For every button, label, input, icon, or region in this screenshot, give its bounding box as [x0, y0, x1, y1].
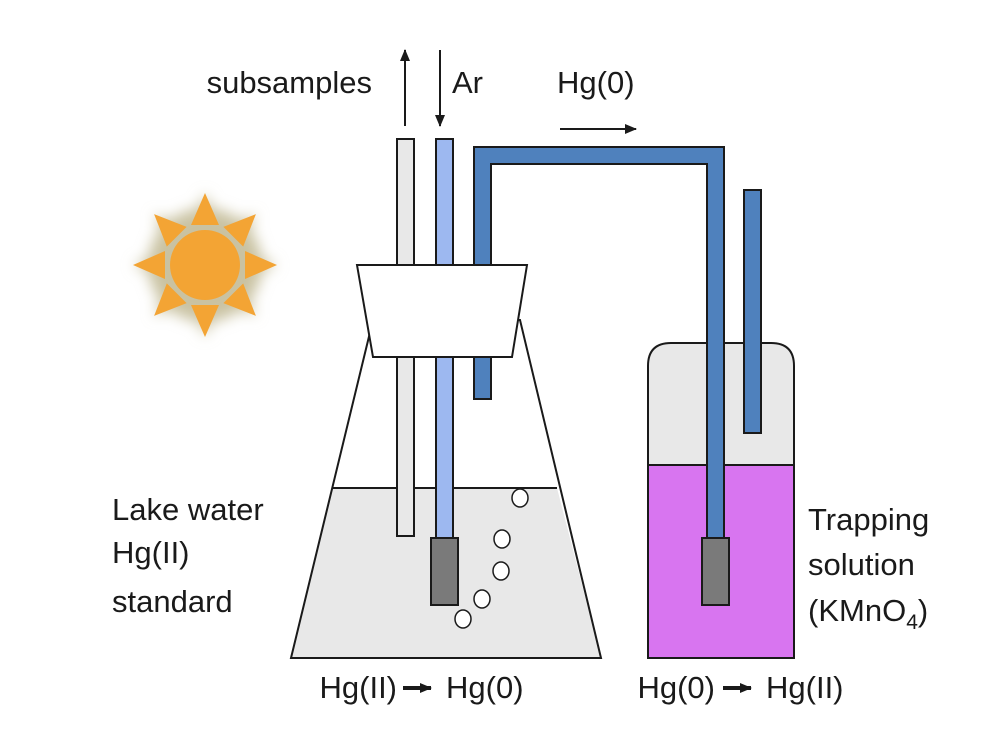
kmno4-subscript: 4 — [906, 611, 918, 634]
flask-reaction-from: Hg(II) — [320, 670, 398, 705]
sun-rays — [133, 193, 277, 337]
flask-sparger — [430, 537, 459, 606]
hg2-standard-label: Hg(II) — [112, 535, 190, 570]
sun-core — [170, 230, 240, 300]
sun-ray — [154, 283, 187, 316]
bubble — [511, 488, 529, 508]
flask-stopper — [355, 264, 529, 358]
bubble — [493, 529, 511, 549]
trap-bottle — [647, 342, 795, 659]
lake-water-label: Lake water — [112, 492, 264, 527]
kmno4-label: (KMnO4) — [808, 593, 928, 634]
sun-ray — [245, 251, 277, 279]
sun-ray — [223, 214, 256, 247]
trap-reaction-from: Hg(0) — [637, 670, 715, 705]
kmno4-prefix: (KMnO — [808, 593, 906, 628]
sun-ray — [191, 305, 219, 337]
flask-reaction-to: Hg(0) — [446, 670, 524, 705]
sun-ray — [154, 214, 187, 247]
solution-label: solution — [808, 547, 915, 582]
trap-sparger — [701, 537, 730, 606]
gas-bubbles — [454, 488, 529, 629]
trap-reaction-to: Hg(II) — [766, 670, 844, 705]
bubble — [492, 561, 510, 581]
bubble — [473, 589, 491, 609]
standard-label: standard — [112, 584, 233, 619]
trap-vent-tube — [743, 189, 762, 434]
argon-label: Ar — [452, 65, 483, 100]
sun-ray — [191, 193, 219, 225]
subsamples-label: subsamples — [207, 65, 372, 100]
sun-ray — [133, 251, 165, 279]
hg0-flow-label: Hg(0) — [557, 65, 635, 100]
sun-ray — [223, 283, 256, 316]
kmno4-suffix: ) — [918, 593, 928, 628]
sun-icon — [133, 193, 277, 337]
bubble — [454, 609, 472, 629]
trapping-label: Trapping — [808, 502, 929, 537]
